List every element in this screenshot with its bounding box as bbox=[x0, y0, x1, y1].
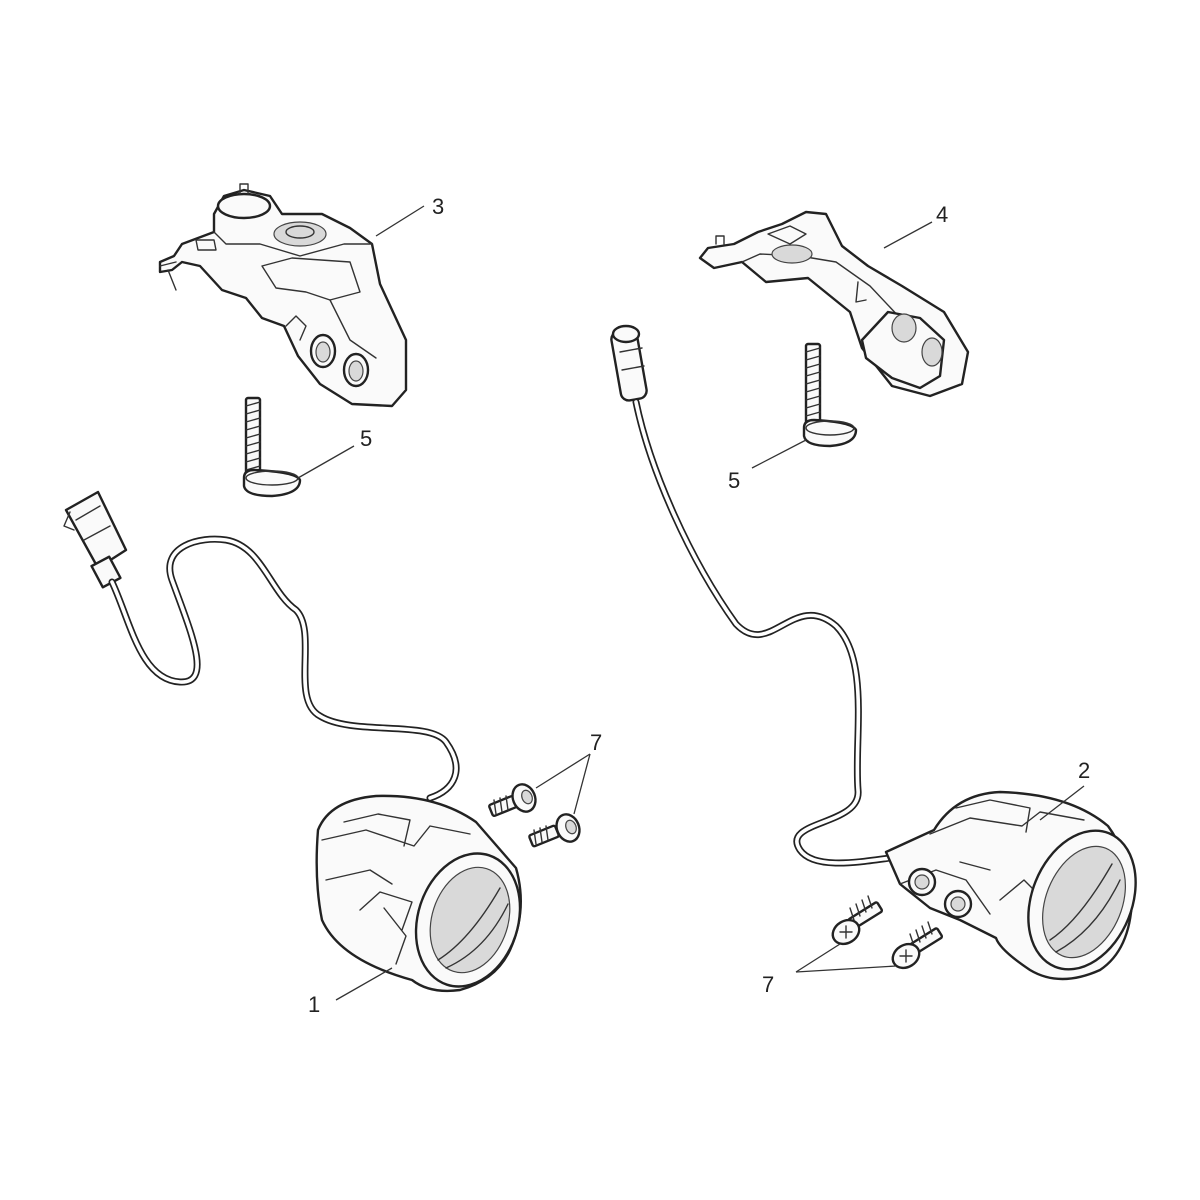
leader-line-2 bbox=[1039, 785, 1085, 821]
callout-5-left: 5 bbox=[360, 426, 372, 451]
right-cable-connector bbox=[610, 324, 648, 402]
left-fog-lamp-with-cable bbox=[63, 490, 522, 993]
leader-line-5-left bbox=[297, 445, 355, 479]
callout-4: 4 bbox=[936, 202, 948, 227]
leader-line-1 bbox=[335, 967, 393, 1001]
leader-line-5-right bbox=[751, 439, 807, 469]
lamp-screw-left-a bbox=[488, 783, 537, 818]
lamp-screw-right-b bbox=[891, 921, 944, 970]
leader-line-7-left-a bbox=[535, 753, 591, 789]
leader-line-4 bbox=[883, 221, 933, 249]
callout-1: 1 bbox=[308, 992, 320, 1017]
left-lamp-screws bbox=[488, 783, 581, 848]
leader-line-7-right-b bbox=[795, 965, 897, 973]
left-mounting-bracket bbox=[158, 183, 408, 408]
lamp-screw-left-b bbox=[528, 813, 581, 848]
leader-line-3 bbox=[375, 205, 425, 237]
left-cable-connector bbox=[63, 490, 128, 589]
callout-7-right: 7 bbox=[762, 972, 774, 997]
callout-7-left: 7 bbox=[590, 730, 602, 755]
lamp-screw-right-a bbox=[831, 895, 884, 946]
leader-line-7-left-b bbox=[573, 753, 591, 815]
callout-5-right: 5 bbox=[728, 468, 740, 493]
right-mounting-bracket bbox=[698, 210, 970, 398]
leader-line-7-right-a bbox=[795, 943, 841, 973]
callout-2: 2 bbox=[1078, 758, 1090, 783]
right-lamp-screws bbox=[831, 895, 944, 970]
left-bracket-screw bbox=[242, 396, 302, 498]
callout-3: 3 bbox=[432, 194, 444, 219]
right-bracket-screw bbox=[802, 342, 858, 448]
right-fog-lamp-with-cable bbox=[610, 324, 1137, 981]
